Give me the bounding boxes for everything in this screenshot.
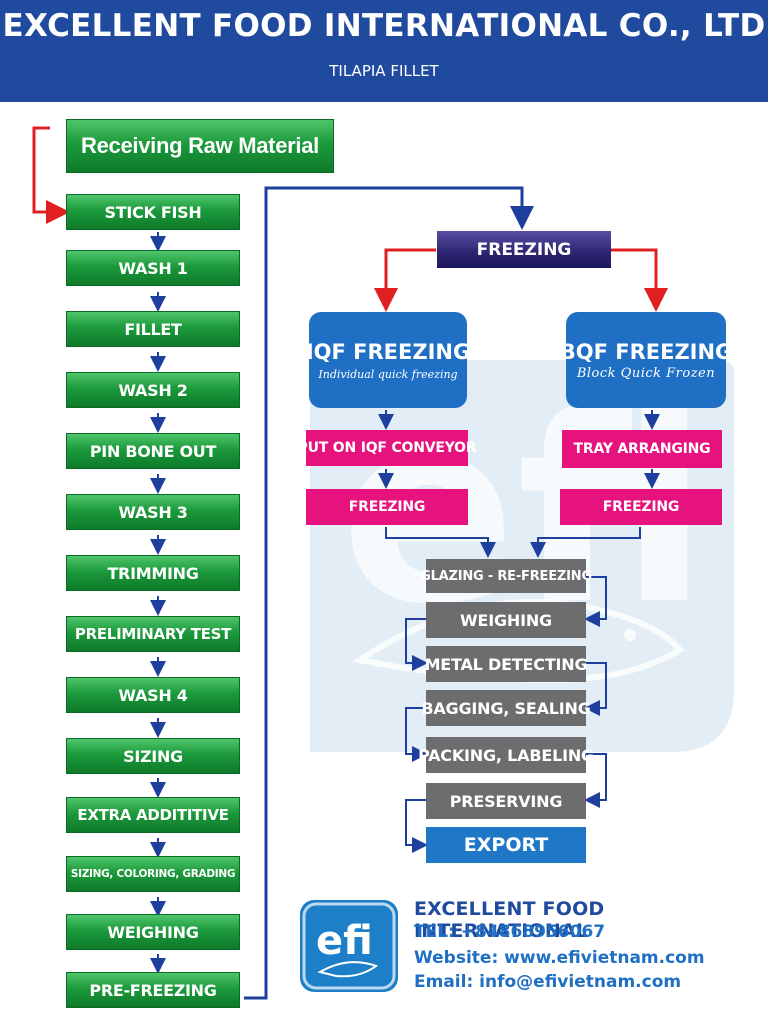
step-pre-freezing: PRE-FREEZING: [66, 972, 240, 1008]
step-preserving: PRESERVING: [426, 783, 586, 819]
step-stick-fish: STICK FISH: [66, 194, 240, 230]
step-export: EXPORT: [426, 827, 586, 863]
step-sizing: SIZING: [66, 738, 240, 774]
footer-email[interactable]: Email: info@efivietnam.com: [414, 972, 682, 992]
bqf-subtitle: Block Quick Frozen: [576, 365, 716, 381]
step-bqf-freezing: FREEZING: [560, 489, 722, 525]
step-extra-additive: EXTRA ADDITITIVE: [66, 797, 240, 833]
footer-tel: TEL: +84868956067: [414, 922, 606, 942]
efi-logo: efi: [300, 900, 398, 992]
header-banner: EXCELLENT FOOD INTERNATIONAL CO., LTD TI…: [0, 0, 768, 102]
bqf-title: BQF FREEZING: [559, 339, 733, 364]
page-title: EXCELLENT FOOD INTERNATIONAL CO., LTD: [2, 8, 766, 44]
step-final-weighing: WEIGHING: [426, 602, 586, 638]
step-wash-4: WASH 4: [66, 677, 240, 713]
step-trimming: TRIMMING: [66, 555, 240, 591]
step-iqf-freezing: FREEZING: [306, 489, 468, 525]
step-glazing-re-freezing: GLAZING - RE-FREEZING: [420, 559, 592, 593]
step-sizing-coloring-grading: SIZING, COLORING, GRADING: [66, 856, 240, 892]
logo-text: efi: [316, 918, 373, 964]
step-tray-arranging: TRAY ARRANGING: [562, 430, 722, 468]
step-metal-detecting: METAL DETECTING: [425, 646, 588, 682]
step-pin-bone-out: PIN BONE OUT: [66, 433, 240, 469]
footer-company-name: EXCELLENT FOOD INTERNATIONAL: [414, 898, 605, 942]
step-freezing-main: FREEZING: [437, 231, 611, 268]
footer-website[interactable]: Website: www.efivietnam.com: [414, 948, 705, 968]
step-wash-2: WASH 2: [66, 372, 240, 408]
step-put-on-iqf-conveyor: PUT ON IQF CONVEYOR: [298, 430, 477, 466]
step-fillet: FILLET: [66, 311, 240, 347]
bqf-freezing-box: BQF FREEZING Block Quick Frozen: [560, 312, 732, 408]
step-wash-1: WASH 1: [66, 250, 240, 286]
iqf-subtitle: Individual quick freezing: [318, 367, 458, 381]
step-preliminary-test: PRELIMINARY TEST: [66, 616, 240, 652]
step-wash-3: WASH 3: [66, 494, 240, 530]
step-receiving-raw-material: Receiving Raw Material: [66, 119, 334, 173]
page-subtitle: TILAPIA FILLET: [329, 62, 439, 80]
step-bagging-sealing: BAGGING, SEALING: [421, 690, 591, 726]
iqf-title: IQF FREEZING: [305, 339, 471, 364]
step-packing-labeling: PACKING, LABELING: [418, 737, 594, 773]
iqf-freezing-box: IQF FREEZING Individual quick freezing: [305, 312, 471, 408]
step-weighing: WEIGHING: [66, 914, 240, 950]
